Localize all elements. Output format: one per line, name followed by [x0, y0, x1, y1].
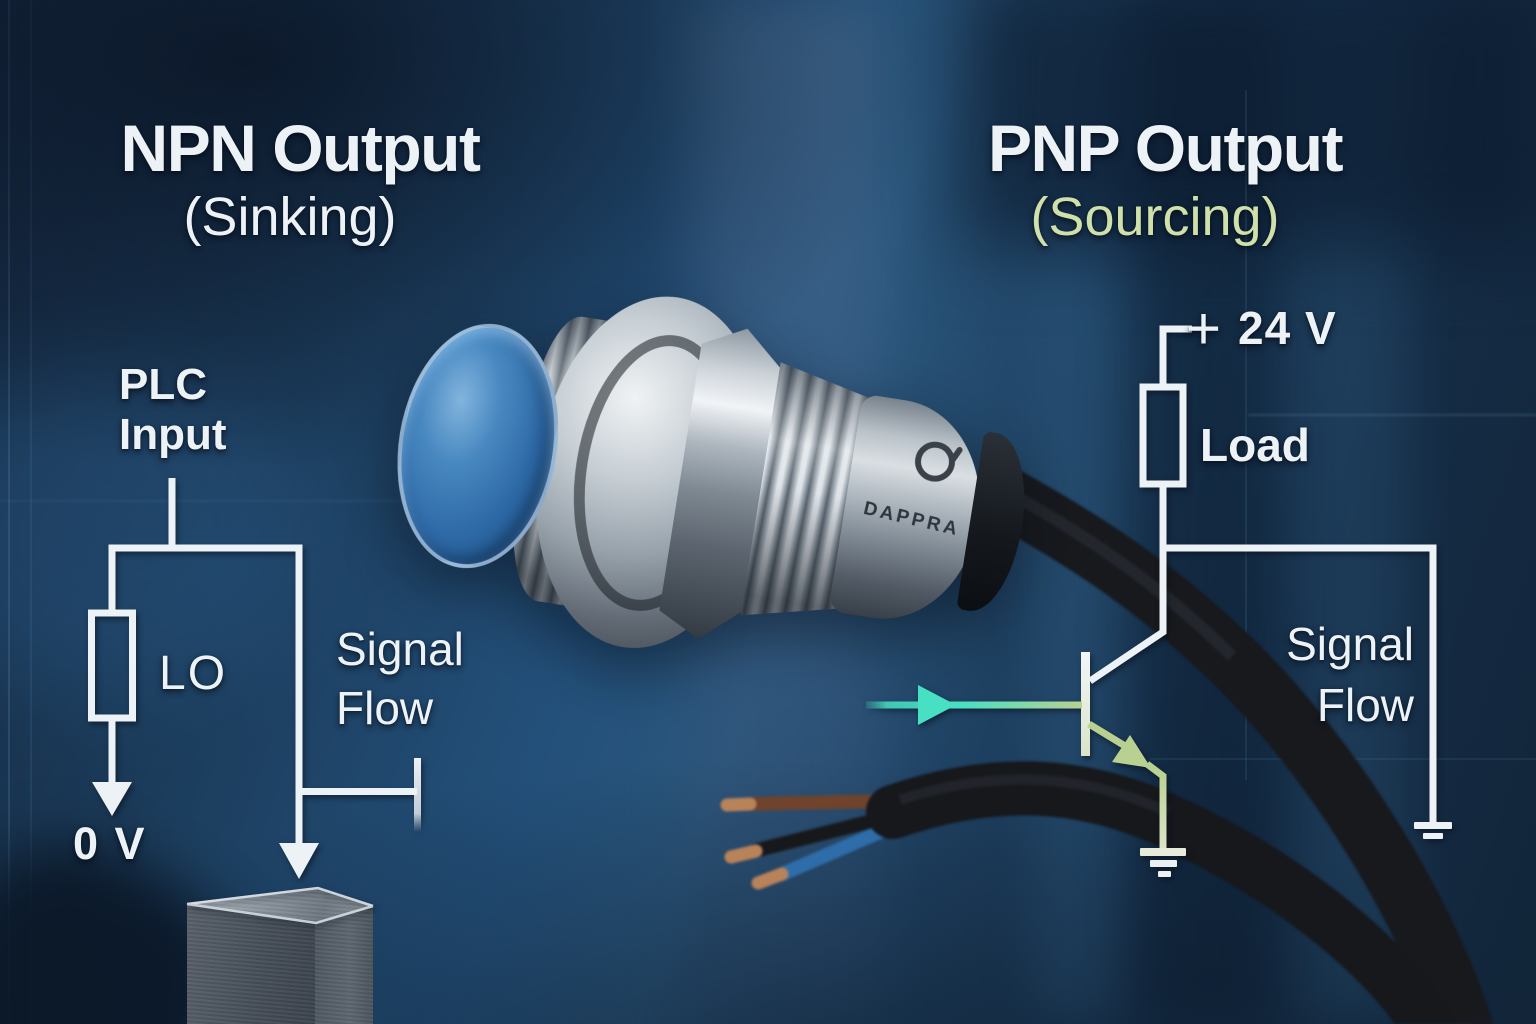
brown-wire-copper-tip	[720, 797, 757, 812]
arrow-down-icon	[279, 843, 319, 879]
pnp-circuit	[866, 325, 1452, 877]
plc-line1: PLC	[119, 360, 207, 409]
npn-circuit	[88, 478, 421, 879]
sensor-cable	[978, 468, 1492, 1024]
collector-and-signal-wires	[1159, 484, 1437, 822]
ground-icon	[1414, 822, 1452, 839]
target-block-right-face	[315, 905, 373, 1024]
sensor-cable-highlight	[1005, 486, 1237, 661]
signal-flow-label-right: Signal Flow	[1212, 614, 1414, 736]
pnp-title: PNP Output	[987, 111, 1344, 185]
brushed-texture	[315, 905, 373, 1024]
block-edge-highlight	[186, 886, 374, 925]
emitter-to-ground-wire	[1144, 761, 1167, 850]
brown-wire	[747, 794, 893, 811]
target-block-left-face	[187, 903, 315, 1024]
signal-flow-line1: Signal	[1286, 618, 1414, 670]
signal-flow-label-left: Signal Flow	[336, 620, 464, 738]
supply-wire	[1159, 325, 1192, 390]
load-label: Load	[1200, 419, 1310, 471]
brushed-texture	[187, 903, 315, 1024]
plc-input-label: PLC Input	[119, 360, 227, 460]
stripped-cable-jacket	[866, 761, 1455, 1024]
emitter-arrow-icon	[1112, 735, 1151, 768]
signal-flow-line2: Flow	[1316, 679, 1414, 731]
stripped-cable-highlight	[898, 774, 1171, 817]
plc-line2: Input	[119, 410, 227, 459]
collector-lead	[1088, 546, 1167, 684]
plus-sign: +	[1186, 295, 1222, 362]
supply-voltage-label: 24 V	[1238, 302, 1337, 354]
signal-flow-line1: Signal	[336, 623, 464, 675]
arrow-right-icon	[918, 685, 956, 725]
ground-icon	[1140, 848, 1186, 877]
emitter-lead	[1087, 721, 1132, 752]
load-resistor-symbol	[1139, 383, 1187, 488]
signal-flow-line2: Flow	[336, 682, 434, 734]
transistor-base-bar	[1081, 652, 1090, 756]
arrow-down-icon	[92, 782, 132, 816]
resistor-symbol	[88, 609, 136, 722]
pnp-subtitle: (Sourcing)	[1030, 187, 1280, 247]
npn-title: NPN Output	[120, 111, 481, 185]
lo-state-label: LO	[159, 647, 228, 700]
npn-subtitle: (Sinking)	[183, 187, 397, 247]
zero-volt-label: 0 V	[73, 818, 147, 869]
black-wire-copper-tip	[724, 844, 763, 864]
blue-wire-copper-tip	[751, 867, 789, 890]
pnp-transistor-symbol	[866, 546, 1167, 850]
